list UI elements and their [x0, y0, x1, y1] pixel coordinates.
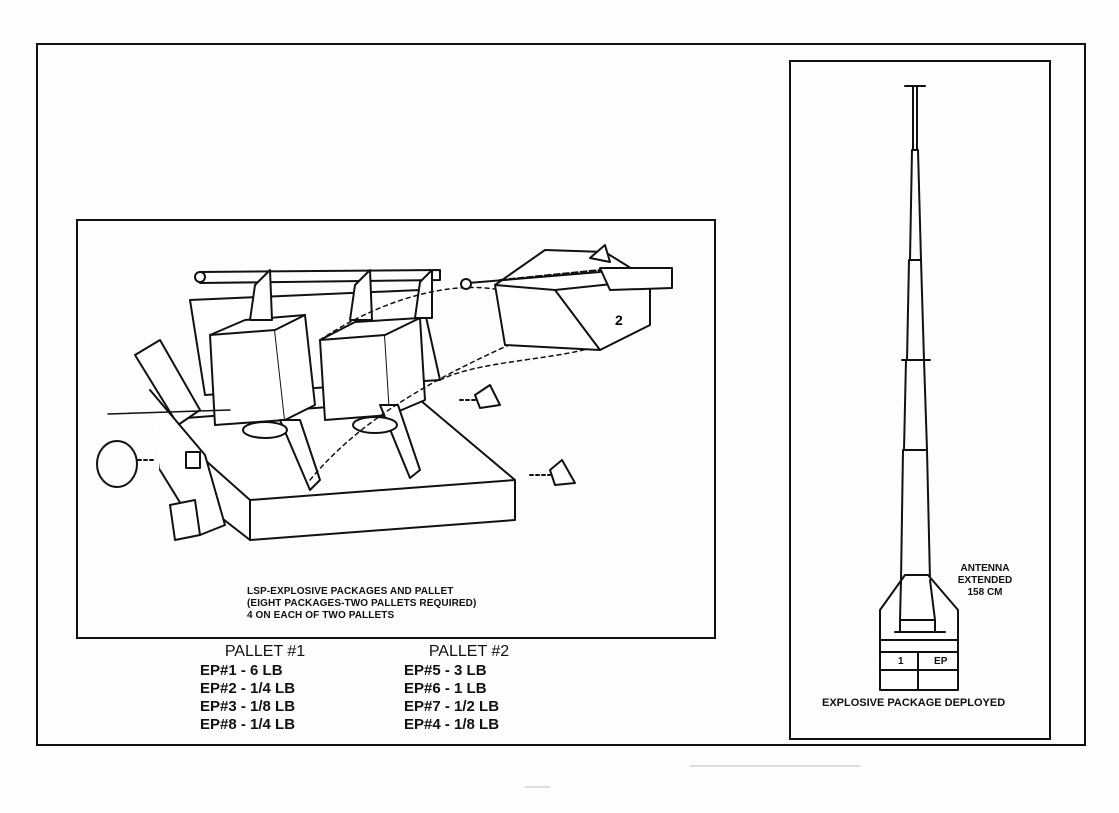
- antenna-label: ANTENNA EXTENDED 158 CM: [950, 563, 1020, 599]
- pallet-caption: LSP-EXPLOSIVE PACKAGES AND PALLET (EIGHT…: [247, 586, 476, 622]
- list-item: EP#3 - 1/8 LB: [200, 698, 296, 715]
- pallet-2-heading: PALLET #2: [428, 643, 510, 660]
- caption-line-1: LSP-EXPLOSIVE PACKAGES AND PALLET: [247, 586, 454, 597]
- package-number-label: 2: [615, 312, 623, 328]
- pallet-1-list: PALLET #1 EP#1 - 6 LB EP#2 - 1/4 LB EP#3…: [200, 643, 330, 734]
- list-item: EP#7 - 1/2 LB: [404, 698, 500, 715]
- deployed-antenna-panel: [789, 60, 1051, 740]
- list-item: EP#4 - 1/8 LB: [404, 716, 500, 733]
- pallet-1-heading: PALLET #1: [224, 643, 306, 660]
- antenna-label-line-2: EXTENDED: [957, 575, 1013, 586]
- list-item: EP#5 - 3 LB: [404, 662, 487, 679]
- outer-frame: [36, 43, 1086, 746]
- antenna-label-line-3: 158 CM: [967, 587, 1003, 598]
- pallet-base-illustration: [96, 244, 673, 541]
- list-item: EP#2 - 1/4 LB: [200, 680, 296, 697]
- pallet-illustration-panel: [76, 219, 716, 639]
- box-code: EP: [934, 656, 948, 667]
- pallet-2-list: PALLET #2 EP#5 - 3 LB EP#6 - 1 LB EP#7 -…: [404, 643, 534, 734]
- caption-line-2: (EIGHT PACKAGES-TWO PALLETS REQUIRED): [247, 598, 477, 609]
- antenna-label-line-1: ANTENNA: [960, 563, 1010, 574]
- faint-smudge: [525, 786, 550, 788]
- box-number: 1: [898, 656, 904, 667]
- caption-line-3: 4 ON EACH OF TWO PALLETS: [247, 610, 395, 621]
- faint-smudge: [690, 765, 860, 767]
- list-item: EP#1 - 6 LB: [200, 662, 283, 679]
- deployed-antenna-illustration: [879, 85, 959, 691]
- deployed-caption: EXPLOSIVE PACKAGE DEPLOYED: [822, 697, 1006, 709]
- list-item: EP#6 - 1 LB: [404, 680, 487, 697]
- list-item: EP#8 - 1/4 LB: [200, 716, 296, 733]
